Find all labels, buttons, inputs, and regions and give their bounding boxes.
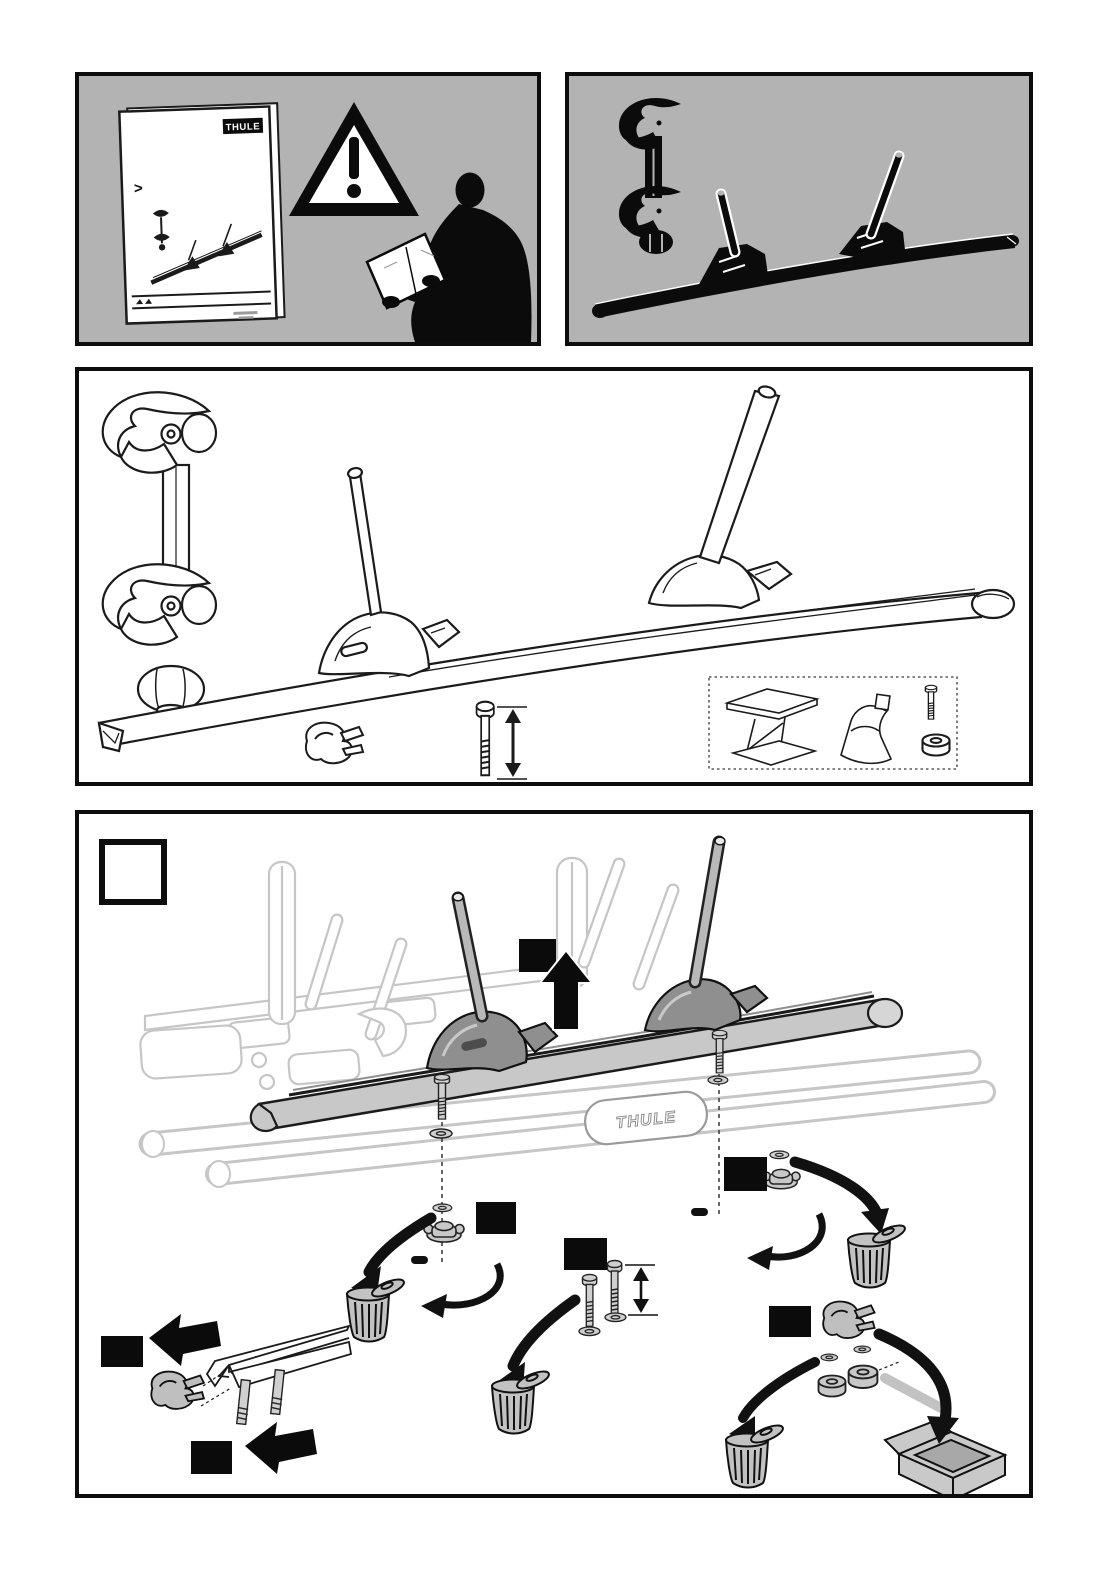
rail-piece-into-box (880, 1373, 946, 1413)
tray-front-hook (249, 1102, 279, 1133)
wheel-tray (97, 385, 1016, 753)
remove-arrow-icon (245, 1422, 317, 1474)
ratchet-tower-front (425, 1010, 559, 1073)
discard-arrow-icon (789, 1156, 889, 1234)
clamp-discard-detail (725, 1300, 1008, 1494)
step-marker-5 (101, 1336, 143, 1367)
step-marker-7 (769, 1306, 811, 1337)
small-nut (817, 1374, 847, 1398)
washer (432, 1203, 453, 1213)
rear-wheel-arm (698, 385, 781, 565)
remove-arrow-icon (149, 1314, 221, 1366)
step-marker-1 (519, 939, 556, 972)
upper-jaw-clamp (101, 391, 218, 474)
step-marker-2 (724, 1157, 767, 1191)
panel-step-disassembly: THULE (75, 810, 1033, 1498)
front-wheel-arm (451, 891, 489, 1023)
cover-fine-print (233, 311, 258, 315)
panel-product-overview (565, 72, 1033, 346)
ratchet-tower-rear (643, 978, 769, 1033)
washer (429, 1128, 453, 1139)
cover-bullet: > (134, 180, 144, 197)
old-bolt (581, 1273, 598, 1327)
wheel-holder-clamp-silhouette (618, 97, 681, 254)
warning-exclamation (347, 137, 361, 198)
step-marker-3 (476, 1202, 516, 1234)
thule-logo-text: THULE (225, 121, 260, 133)
adapter-bracket-b (840, 693, 893, 765)
washer (707, 1075, 729, 1085)
end-clamp-part (822, 1300, 876, 1339)
person-silhouette (365, 172, 532, 342)
trash-icon (847, 1221, 909, 1289)
adapter-kit-box (708, 676, 958, 770)
length-arrow (497, 706, 527, 780)
tray-front-tip (97, 721, 125, 753)
rail-clamp-removal-detail (101, 1314, 353, 1474)
unscrew-arrow-icon (691, 1208, 826, 1270)
cover-illustration (150, 209, 263, 285)
read-instructions-illustration: THULE > (118, 102, 532, 342)
adapter-bracket-a (723, 688, 820, 766)
thule-logo-box (222, 117, 264, 135)
end-clamp-part (150, 1370, 205, 1410)
warning-icon (289, 102, 419, 216)
cover-footer (131, 290, 272, 320)
thule-crossbar-sleeve: THULE (584, 1090, 708, 1146)
small-nut-part (921, 733, 951, 757)
wing-nut (761, 1168, 801, 1190)
small-nut (847, 1364, 879, 1389)
washer (604, 1312, 627, 1323)
cover-footer-icons (136, 298, 153, 305)
washer (769, 1150, 790, 1160)
small-screw-part (924, 684, 938, 720)
end-clamp-part (304, 721, 364, 765)
disassembly-illustration: THULE (99, 835, 1008, 1494)
unscrew-arrow-icon (411, 1256, 504, 1318)
manual-cover: THULE > (118, 102, 286, 325)
product-silhouette (592, 97, 1019, 318)
tray-end-cap (866, 997, 904, 1029)
hanging-bolts (235, 1368, 286, 1426)
step-marker-6 (191, 1441, 232, 1474)
ratchet-tower-rear (647, 554, 793, 610)
washer (853, 1345, 872, 1354)
discard-arrow-icon (873, 1328, 959, 1444)
step-marker-4 (564, 1238, 607, 1270)
old-wheel-trays: THULE (138, 1049, 996, 1188)
lift-arrow-icon (540, 950, 592, 1031)
panel-read-instructions: THULE > (75, 72, 541, 346)
length-arrow (625, 1264, 658, 1316)
hardware-detail-right (691, 1029, 909, 1289)
washer (820, 1353, 839, 1362)
ghost-wheel-arms (304, 857, 680, 1041)
parts-overview-illustration (97, 385, 1016, 780)
wheel-tray-silhouette (592, 150, 1019, 318)
frame-clamp-assembly (101, 391, 218, 717)
front-wheel-arm (346, 466, 383, 617)
ratchet-tower-front (317, 611, 461, 678)
step-number-box (99, 839, 167, 905)
rear-wheel-arm (688, 835, 726, 989)
recycle-box-icon (883, 1418, 1008, 1494)
lower-jaw-clamp (101, 563, 218, 646)
t-bolt-part (475, 700, 527, 780)
hardware-detail-left (346, 1073, 516, 1343)
manual-in-hands (365, 232, 447, 310)
bolt-length-detail (491, 1238, 658, 1435)
washer (578, 1326, 601, 1337)
panel-parts-overview (75, 367, 1033, 786)
old-bolt (606, 1259, 623, 1316)
